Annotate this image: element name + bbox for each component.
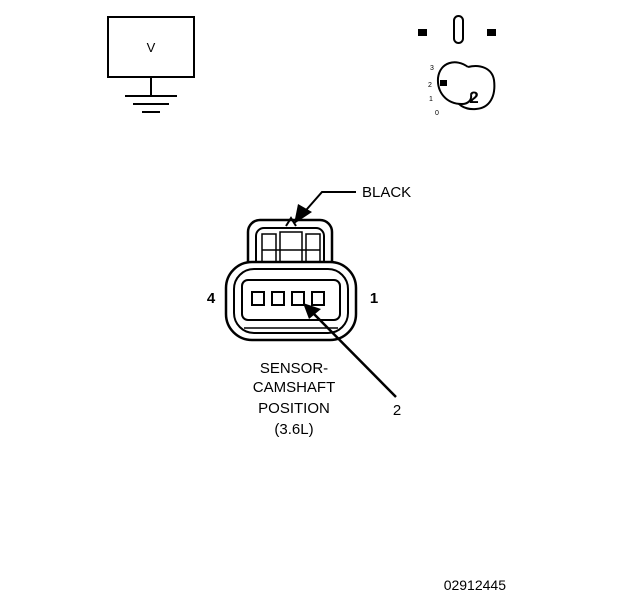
- switch-position-3: 3: [430, 65, 434, 72]
- terminal-cavity-3: [271, 291, 285, 306]
- pin-label-right: 1: [370, 290, 378, 307]
- connector-color-label: BLACK: [362, 184, 411, 201]
- voltmeter-label: V: [147, 40, 156, 55]
- voltmeter-symbol: V: [107, 16, 195, 113]
- switch-position-2: 2: [428, 82, 432, 89]
- pin-callout-label: 2: [393, 402, 401, 419]
- connector-shell-inner: [233, 268, 349, 334]
- connector-caption: SENSOR- CAMSHAFT POSITION (3.6L): [253, 360, 336, 438]
- switch-position-0: 0: [435, 110, 439, 117]
- caption-line: CAMSHAFT: [253, 379, 336, 396]
- caption-line: SENSOR-: [260, 360, 328, 377]
- pin-callout: 2: [303, 303, 401, 419]
- terminal-cavity-2: [291, 291, 305, 306]
- figure-id: 02912445: [444, 577, 507, 593]
- ignition-dial-icon: [436, 61, 496, 111]
- caption-line: POSITION: [258, 400, 330, 417]
- key-position-label: 2: [469, 88, 478, 107]
- caption-line: (3.6L): [274, 421, 313, 438]
- key-icon: [418, 15, 496, 44]
- color-callout: BLACK: [294, 184, 411, 224]
- voltmeter-box: [107, 16, 195, 78]
- switch-position-1: 1: [429, 96, 433, 103]
- arrow-head-icon: [303, 303, 321, 319]
- cavity-frame: [241, 279, 341, 321]
- ignition-switch: 3 2 1 0 2: [418, 15, 496, 117]
- ground-icon: [125, 77, 177, 113]
- terminal-cavity-4: [251, 291, 265, 306]
- pin-label-left: 4: [207, 290, 216, 307]
- terminal-cavity-1: [311, 291, 325, 306]
- arrow-head-icon: [294, 204, 312, 224]
- connector-face: [224, 216, 358, 342]
